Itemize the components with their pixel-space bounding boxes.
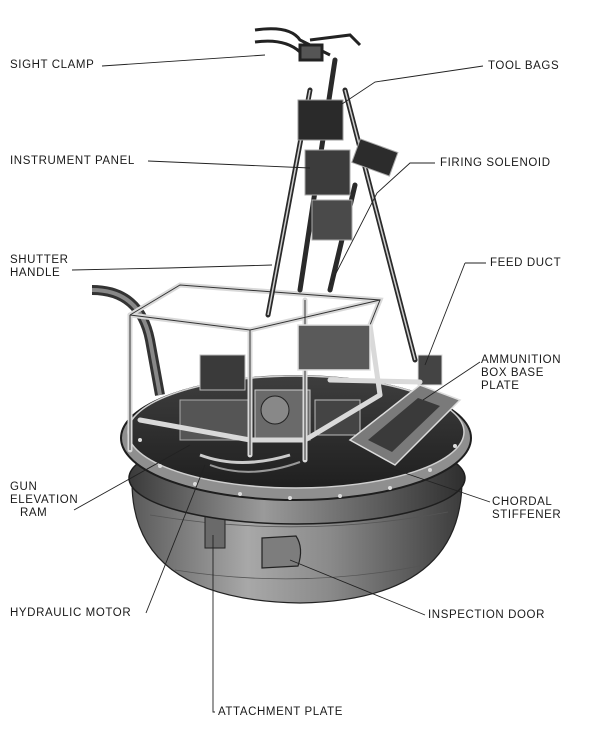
label-shutter-handle-line1: SHUTTER: [10, 254, 69, 266]
label-chordal-line2: STIFFENER: [492, 509, 562, 521]
label-sight-clamp: SIGHT CLAMP: [10, 59, 95, 71]
label-ammunition-line1: AMMUNITION: [481, 354, 562, 366]
interior-machinery: [179, 354, 361, 473]
label-instrument-panel: INSTRUMENT PANEL: [10, 155, 135, 167]
leader-lines: [71, 54, 491, 713]
sight-clamp-shape: [254, 27, 362, 62]
label-hydraulic-motor: HYDRAULIC MOTOR: [10, 607, 132, 619]
label-ammunition-line2: BOX BASE: [481, 367, 544, 379]
label-ammunition-line3: PLATE: [481, 380, 520, 392]
label-attachment-plate: ATTACHMENT PLATE: [218, 706, 344, 718]
label-chordal-line1: CHORDAL: [492, 496, 553, 508]
label-tool-bags: TOOL BAGS: [488, 60, 560, 72]
control-box: [297, 324, 371, 371]
label-gun-elevation-line1: GUN: [10, 481, 38, 493]
label-ammunition-box-base-plate: AMMUNITION BOX BASE PLATE: [481, 354, 561, 393]
inspection-door-shape: [261, 535, 302, 569]
label-feed-duct: FEED DUCT: [490, 257, 562, 269]
instrument-panel-shape: [304, 149, 351, 196]
label-shutter-handle-line2: HANDLE: [10, 267, 61, 279]
firing-solenoid-shape: [351, 138, 399, 177]
ring-rivets: [138, 438, 457, 500]
label-inspection-door: INSPECTION DOOR: [428, 609, 545, 621]
label-chordal-stiffener: CHORDAL STIFFENER: [492, 496, 561, 522]
label-gun-elevation-line3: RAM: [20, 507, 48, 519]
label-gun-elevation-ram: GUN ELEVATION RAM: [10, 481, 78, 520]
tool-bag-shape: [297, 99, 344, 141]
feed-duct-shape: [417, 354, 443, 386]
label-gun-elevation-line2: ELEVATION: [10, 494, 79, 506]
label-firing-solenoid: FIRING SOLENOID: [440, 157, 551, 169]
label-shutter-handle: SHUTTER HANDLE: [10, 254, 69, 280]
